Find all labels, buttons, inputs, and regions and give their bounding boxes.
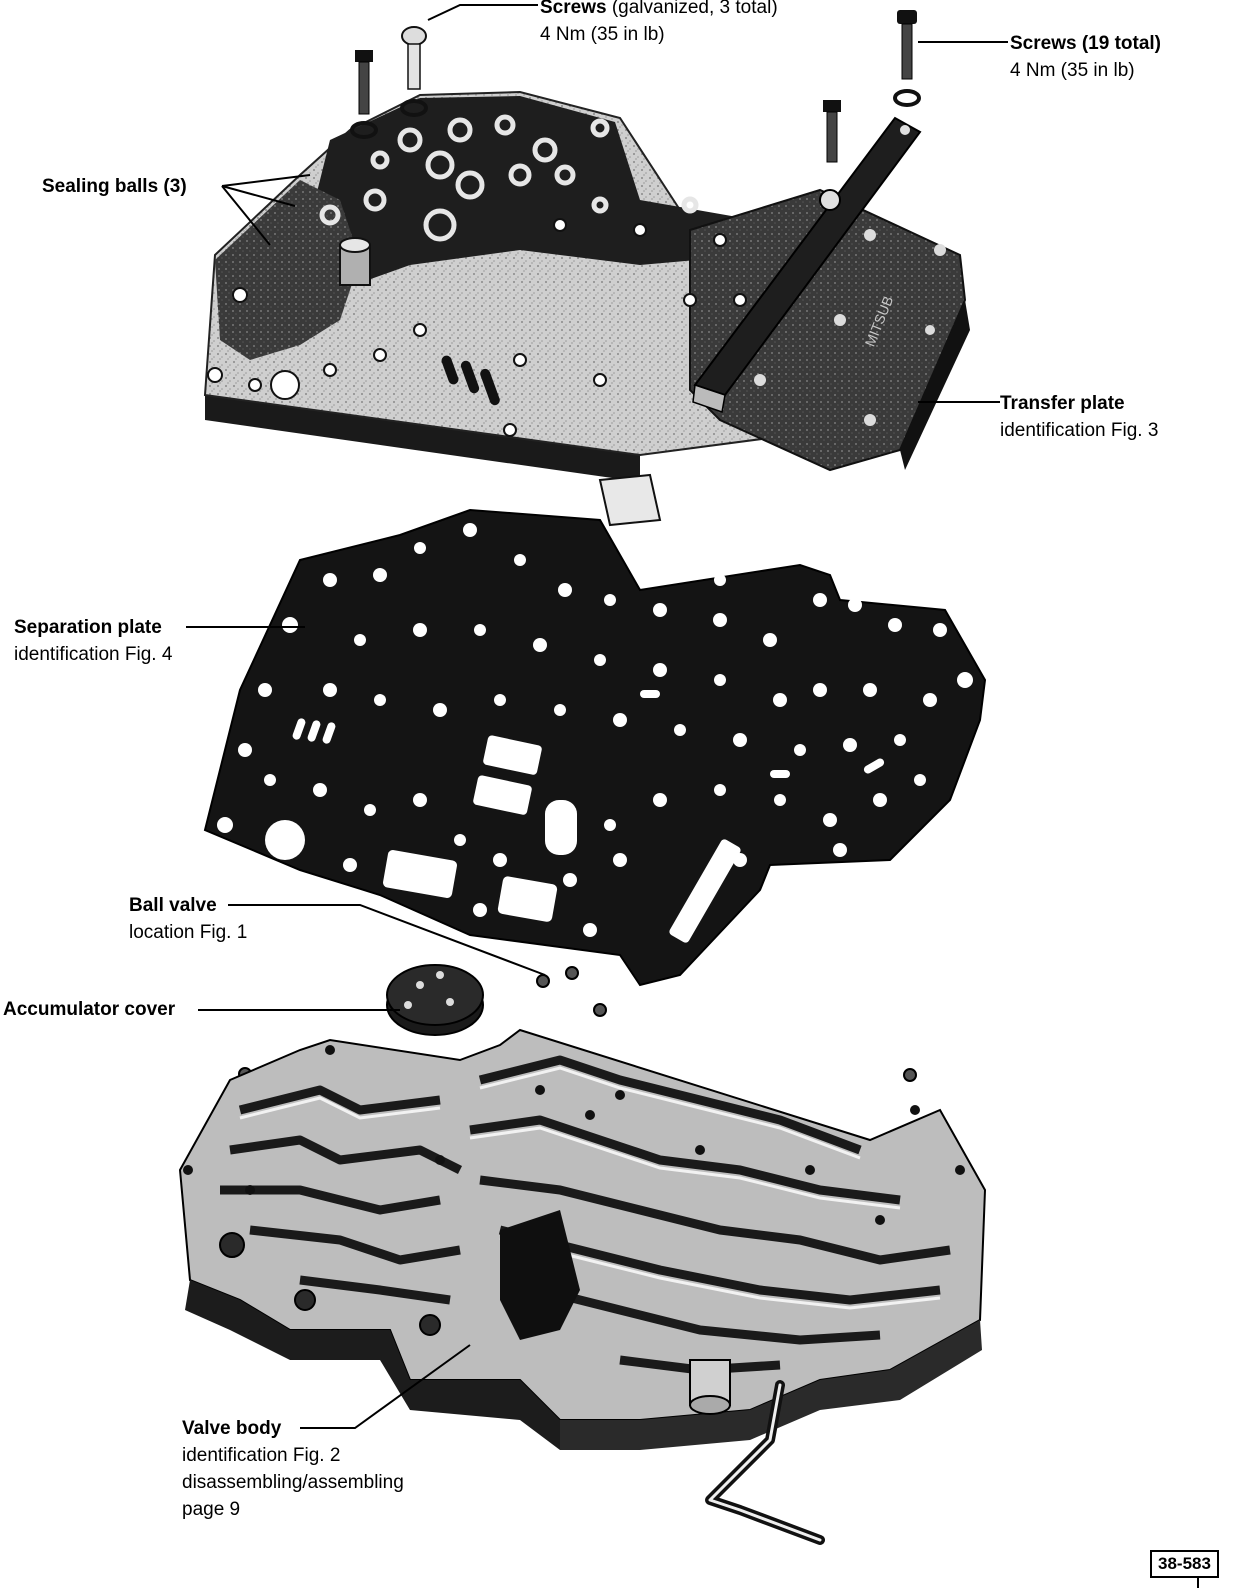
transfer-plate-detail: identification Fig. 3 bbox=[1000, 420, 1159, 441]
screws-galv-detail: (galvanized, 3 total) bbox=[606, 0, 778, 18]
accumulator-cover-title: Accumulator cover bbox=[3, 999, 176, 1020]
separation-plate bbox=[203, 508, 987, 987]
screws-galv-torque: 4 Nm (35 in lb) bbox=[540, 24, 665, 45]
screws-19-title: Screws (19 total) bbox=[1010, 33, 1161, 54]
valve-body bbox=[178, 1028, 987, 1545]
label-ball-valve: Ball valve location Fig. 1 bbox=[129, 892, 247, 946]
transfer-plate-title: Transfer plate bbox=[1000, 393, 1125, 414]
valve-body-title: Valve body bbox=[182, 1418, 282, 1439]
separation-plate-title: Separation plate bbox=[14, 617, 162, 638]
screws-galv-title: Screws bbox=[540, 0, 607, 18]
label-separation-plate: Separation plate identification Fig. 4 bbox=[14, 614, 172, 668]
label-valve-body: Valve body identification Fig. 2 disasse… bbox=[182, 1415, 404, 1523]
accumulator-cover bbox=[386, 964, 484, 1036]
ball-valve-detail: location Fig. 1 bbox=[129, 922, 248, 943]
valve-body-line1: identification Fig. 2 bbox=[182, 1445, 341, 1466]
separation-plate-detail: identification Fig. 4 bbox=[14, 644, 173, 665]
screw-galvanized bbox=[400, 26, 428, 117]
sealing-balls-title: Sealing balls (3) bbox=[42, 176, 187, 197]
screw-right-top bbox=[893, 10, 921, 107]
label-accumulator-cover: Accumulator cover bbox=[3, 996, 175, 1023]
strap-bar bbox=[692, 116, 922, 413]
screw-right-mid bbox=[823, 100, 841, 163]
transfer-plate: MITSUB bbox=[203, 90, 970, 527]
valve-body-line3: page 9 bbox=[182, 1499, 241, 1520]
label-transfer-plate: Transfer plate identification Fig. 3 bbox=[1000, 390, 1158, 444]
figure-number: 38-583 bbox=[1150, 1550, 1219, 1578]
valve-body-line2: disassembling/assembling bbox=[182, 1472, 404, 1493]
label-screws-19: Screws (19 total) 4 Nm (35 in lb) bbox=[1010, 30, 1161, 84]
label-sealing-balls: Sealing balls (3) bbox=[42, 173, 187, 200]
ball-valve-title: Ball valve bbox=[129, 895, 217, 916]
screw-left bbox=[350, 50, 378, 139]
label-screws-galvanized: Screws (galvanized, 3 total) 4 Nm (35 in… bbox=[540, 0, 778, 48]
leader-lines bbox=[186, 4, 1008, 1429]
figure-number-tick bbox=[1197, 1578, 1199, 1588]
screws-19-torque: 4 Nm (35 in lb) bbox=[1010, 60, 1135, 81]
